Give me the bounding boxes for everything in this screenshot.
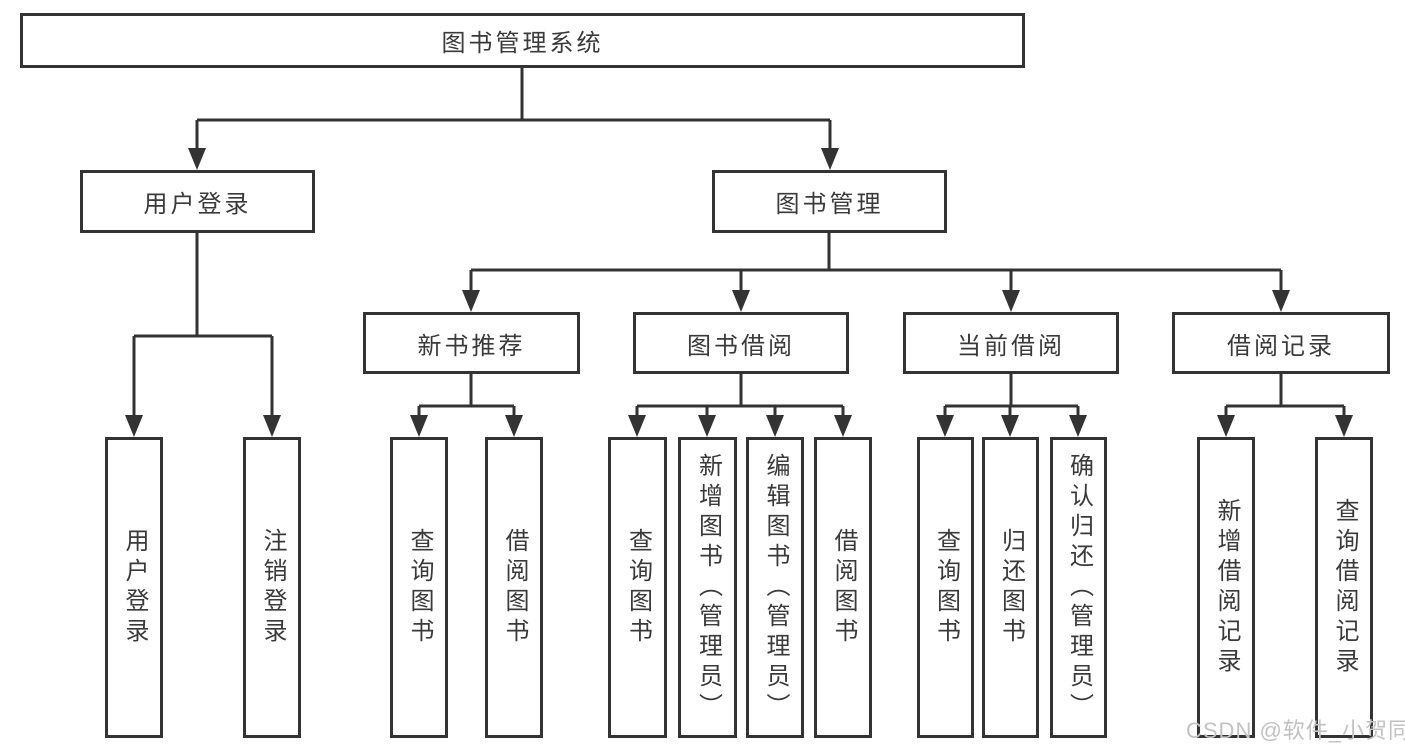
- leaf-query-borrow-record: 查询借阅记录: [1315, 437, 1373, 738]
- arrow-down-icon: [1001, 415, 1019, 437]
- csdn-watermark: CSDN @软件_小贺同学: [1186, 718, 1405, 743]
- node-book-management: 图书管理: [712, 170, 947, 233]
- leaf-user-login: 用户登录: [105, 437, 163, 738]
- leaf-borrow-books: 借阅图书: [814, 437, 872, 738]
- arrow-down-icon: [410, 415, 428, 437]
- leaf-label: 查询图书: [624, 527, 652, 648]
- node-root-library-system: 图书管理系统: [20, 13, 1025, 68]
- arrow-down-icon: [766, 415, 784, 437]
- leaf-label: 用户登录: [121, 527, 148, 648]
- arrow-down-icon: [936, 415, 954, 437]
- leaf-label: 查询图书: [406, 527, 433, 648]
- arrow-down-icon: [188, 148, 206, 170]
- leaf-return-book: 归还图书: [982, 437, 1039, 738]
- node-label: 图书管理: [775, 191, 884, 218]
- node-label: 当前借阅: [957, 332, 1065, 360]
- arrow-down-icon: [1002, 290, 1020, 312]
- arrow-down-icon: [505, 415, 523, 437]
- arrow-down-icon: [732, 290, 750, 312]
- leaf-query-books-recommend: 查询图书: [390, 437, 448, 738]
- node-label: 图书管理系统: [441, 30, 604, 57]
- leaf-add-borrow-record: 新增借阅记录: [1197, 437, 1255, 738]
- leaf-borrow-books-recommend: 借阅图书: [485, 437, 543, 738]
- node-label: 图书借阅: [687, 332, 795, 360]
- leaf-label: 查询图书: [932, 527, 960, 648]
- leaf-label: 编辑图书（管理员）: [762, 452, 789, 723]
- node-current-borrow: 当前借阅: [903, 312, 1119, 374]
- arrow-down-icon: [125, 415, 143, 437]
- arrow-down-icon: [628, 415, 646, 437]
- leaf-label: 借阅图书: [830, 527, 857, 648]
- arrow-down-icon: [1217, 415, 1235, 437]
- arrow-down-icon: [1272, 290, 1290, 312]
- arrow-down-icon: [834, 415, 852, 437]
- node-user-login: 用户登录: [80, 170, 315, 233]
- leaf-add-book-admin: 新增图书（管理员）: [678, 437, 737, 738]
- node-label: 新书推荐: [417, 332, 526, 360]
- arrow-down-icon: [462, 290, 480, 312]
- leaf-label: 确认归还（管理员）: [1065, 452, 1093, 723]
- arrow-down-icon: [1335, 415, 1353, 437]
- node-new-book-recommend: 新书推荐: [363, 312, 580, 374]
- node-book-borrow: 图书借阅: [633, 312, 849, 374]
- node-label: 借阅记录: [1227, 332, 1335, 360]
- leaf-label: 新增图书（管理员）: [694, 452, 722, 723]
- leaf-label: 注销登录: [259, 527, 286, 648]
- arrow-down-icon: [821, 148, 839, 170]
- arrow-down-icon: [263, 415, 281, 437]
- leaf-label: 查询借阅记录: [1331, 497, 1358, 678]
- leaf-query-books-current: 查询图书: [917, 437, 974, 738]
- node-borrow-records: 借阅记录: [1172, 312, 1390, 374]
- leaf-query-books-borrow: 查询图书: [608, 437, 667, 738]
- leaf-confirm-return-admin: 确认归还（管理员）: [1050, 437, 1107, 738]
- leaf-edit-book-admin: 编辑图书（管理员）: [746, 437, 804, 738]
- leaf-logout: 注销登录: [243, 437, 301, 738]
- node-label: 用户登录: [143, 191, 252, 218]
- arrow-down-icon: [1069, 415, 1087, 437]
- leaf-label: 归还图书: [997, 527, 1025, 648]
- arrow-down-icon: [698, 415, 716, 437]
- leaf-label: 借阅图书: [501, 527, 528, 648]
- leaf-label: 新增借阅记录: [1213, 497, 1240, 678]
